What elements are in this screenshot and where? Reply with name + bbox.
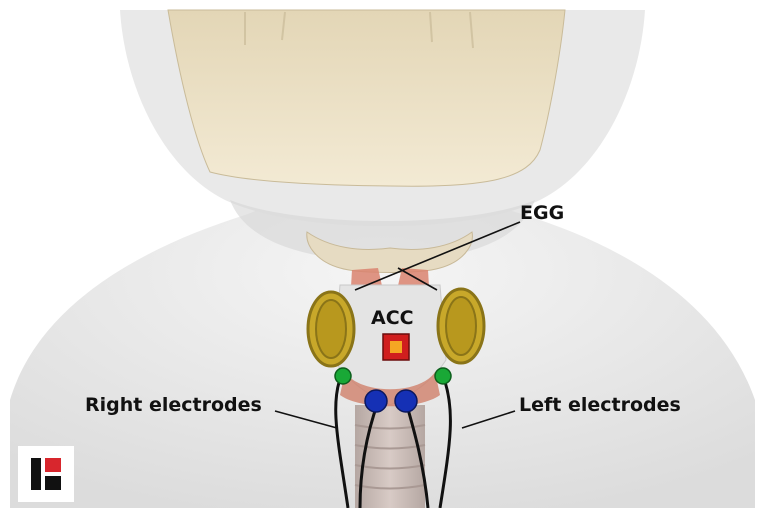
- egg-label: EGG: [520, 202, 564, 224]
- blue-electrode-left: [395, 390, 417, 412]
- egg-electrode-right: [308, 292, 354, 366]
- jaw-bone: [168, 10, 565, 186]
- green-electrode-left: [435, 368, 451, 384]
- green-electrode-right: [335, 368, 351, 384]
- brand-logo-icon: [18, 446, 74, 502]
- blue-electrode-right: [365, 390, 387, 412]
- egg-electrode-left: [438, 289, 484, 363]
- left-electrodes-label: Left electrodes: [519, 394, 681, 416]
- acc-label: ACC: [371, 307, 414, 329]
- acc-sensor: [383, 334, 409, 360]
- right-electrodes-label: Right electrodes: [85, 394, 262, 416]
